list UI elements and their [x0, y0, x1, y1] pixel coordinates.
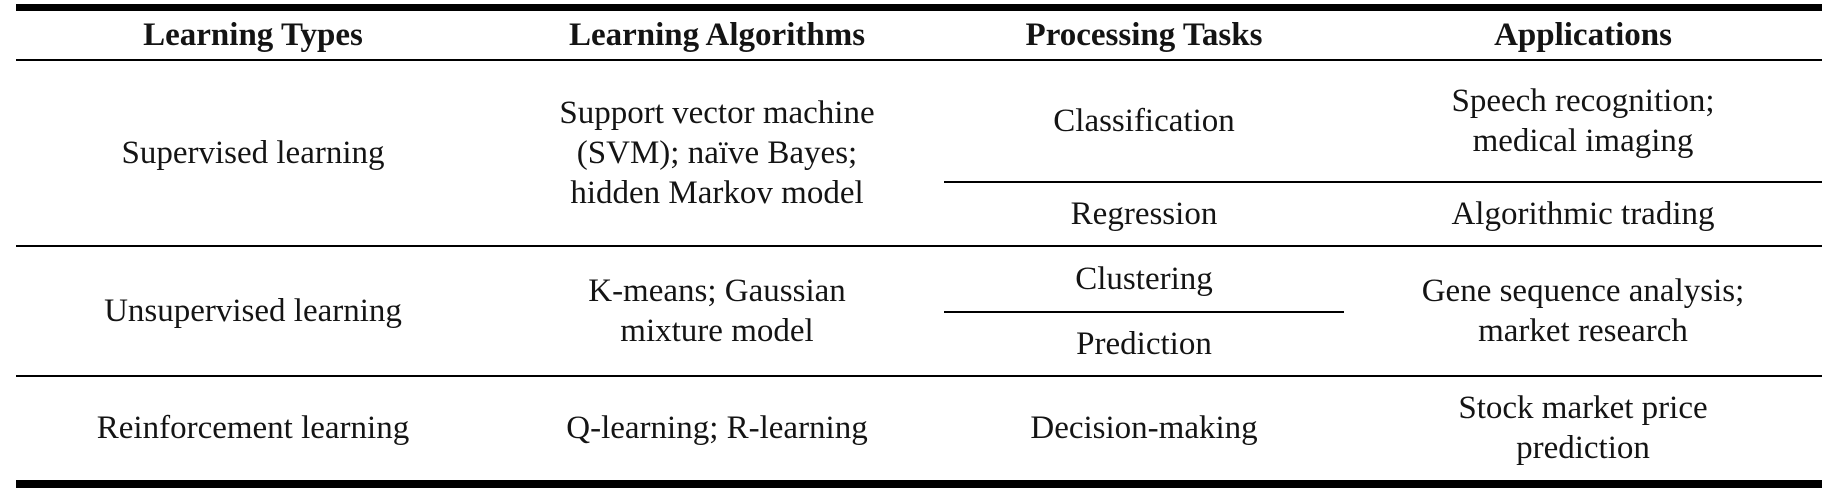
table-row: Reinforcement learning Q-learning; R-lea…	[16, 374, 1822, 484]
cell-unsupervised-applications: Gene sequence analysis; market research	[1344, 244, 1822, 376]
table-row: Unsupervised learning K-means; Gaussian …	[16, 244, 1822, 376]
machine-learning-table: Learning Types Learning Algorithms Proce…	[16, 4, 1822, 488]
header-processing-tasks: Processing Tasks	[944, 7, 1344, 61]
cell-unsupervised-learning-type: Unsupervised learning	[16, 244, 490, 376]
cell-decision-making-task: Decision-making	[944, 374, 1344, 484]
table-row: Regression Algorithmic trading	[16, 180, 1822, 246]
table-row: Prediction	[16, 310, 1822, 376]
cell-reinforcement-application: Stock market price prediction	[1344, 374, 1822, 484]
cell-regression-application: Algorithmic trading	[1344, 180, 1822, 246]
header-learning-algorithms: Learning Algorithms	[490, 7, 944, 61]
cell-classification-task: Classification	[1053, 102, 1235, 139]
table-row: Supervised learning Support vector machi…	[16, 60, 1822, 211]
cell-unsupervised-algorithms: K-means; Gaussian mixture model	[490, 244, 944, 376]
table-header-row: Learning Types Learning Algorithms Proce…	[16, 7, 1822, 61]
cell-classification-application: Speech recognition; medical imaging	[1451, 82, 1715, 159]
cell-clustering-task: Clustering	[944, 244, 1344, 312]
cell-prediction-task: Prediction	[944, 310, 1344, 376]
cell-regression-task: Regression	[944, 180, 1344, 246]
header-learning-types: Learning Types	[16, 7, 490, 61]
header-applications: Applications	[1344, 7, 1822, 61]
cell-supervised-learning-type: Supervised learning	[121, 134, 385, 171]
cell-reinforcement-learning-type: Reinforcement learning	[16, 374, 490, 484]
cell-reinforcement-algorithms: Q-learning; R-learning	[490, 374, 944, 484]
cell-supervised-algorithms: Support vector machine (SVM); naïve Baye…	[559, 94, 875, 211]
